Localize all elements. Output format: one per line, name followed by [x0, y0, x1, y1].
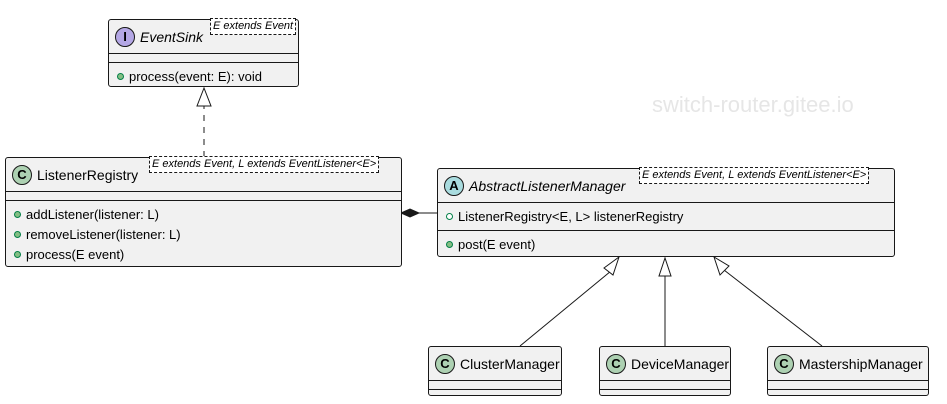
class-header: I EventSink [109, 20, 298, 53]
class-name: EventSink [140, 28, 204, 45]
methods-section [429, 389, 561, 398]
methods-section [600, 389, 730, 398]
field-label: ListenerRegistry<E, L> listenerRegistry [458, 208, 684, 224]
fields-section [6, 191, 401, 200]
public-method-icon [14, 230, 21, 238]
generalization-line-cluster [519, 270, 612, 347]
fields-section [768, 380, 928, 389]
method-item: removeListener(listener: L) [6, 224, 401, 244]
methods-section: process(event: E): void [109, 62, 298, 90]
class-header: C ListenerRegistry [6, 158, 401, 191]
type-parameters: E extends Event [210, 18, 297, 35]
class-badge-icon: C [774, 353, 794, 374]
class-badge-icon: C [12, 164, 32, 185]
class-header: C MastershipManager [768, 347, 928, 380]
interface-badge-icon: I [115, 26, 135, 47]
method-label: process(event: E): void [129, 68, 262, 84]
methods-section [768, 389, 928, 398]
fields-section [600, 380, 730, 389]
method-item: process(event: E): void [109, 66, 298, 86]
class-name: MastershipManager [799, 355, 923, 372]
class-name: DeviceManager [631, 355, 730, 372]
cluster-manager-class: C ClusterManager [428, 346, 562, 396]
method-item: addListener(listener: L) [6, 204, 401, 224]
generalization-line-mastership [723, 269, 823, 347]
mastership-manager-class: C MastershipManager [767, 346, 929, 396]
class-name: ClusterManager [460, 355, 560, 372]
class-header: C DeviceManager [600, 347, 730, 380]
public-method-icon [446, 240, 453, 248]
public-method-icon [14, 250, 21, 258]
method-item: process(E event) [6, 244, 401, 264]
class-header: A AbstractListenerManager [438, 169, 894, 202]
class-badge-icon: C [606, 353, 626, 374]
generalization-arrowhead-mastership [713, 255, 730, 276]
composition-diamond [399, 208, 421, 218]
realization-arrowhead [196, 86, 212, 107]
methods-section: post(E event) [438, 230, 894, 258]
event-sink-class: I EventSink E extends Event process(even… [108, 18, 299, 90]
type-parameters: E extends Event, L extends EventListener… [639, 167, 870, 184]
class-header: C ClusterManager [429, 347, 561, 380]
fields-section [109, 53, 298, 62]
generalization-arrowhead-device [658, 256, 672, 277]
public-field-icon [446, 212, 453, 220]
abstract-badge-icon: A [444, 175, 464, 196]
field-item: ListenerRegistry<E, L> listenerRegistry [438, 206, 894, 226]
method-label: removeListener(listener: L) [26, 226, 181, 242]
methods-section: addListener(listener: L) removeListener(… [6, 200, 401, 268]
abstract-listener-manager-class: A AbstractListenerManager E extends Even… [437, 167, 895, 258]
public-method-icon [117, 72, 124, 80]
fields-section [429, 380, 561, 389]
class-badge-icon: C [435, 353, 455, 374]
class-name: ListenerRegistry [37, 166, 139, 183]
public-method-icon [14, 210, 21, 218]
method-label: post(E event) [458, 236, 536, 252]
fields-section: ListenerRegistry<E, L> listenerRegistry [438, 202, 894, 230]
generalization-arrowhead-cluster [603, 255, 620, 276]
watermark-text: switch-router.gitee.io [652, 92, 854, 117]
method-item: post(E event) [438, 234, 894, 254]
method-label: addListener(listener: L) [26, 206, 159, 222]
class-name: AbstractListenerManager [469, 177, 626, 194]
type-parameters: E extends Event, L extends EventListener… [149, 156, 380, 173]
device-manager-class: C DeviceManager [599, 346, 731, 396]
listener-registry-class: C ListenerRegistry E extends Event, L ex… [5, 156, 402, 268]
method-label: process(E event) [26, 246, 125, 262]
